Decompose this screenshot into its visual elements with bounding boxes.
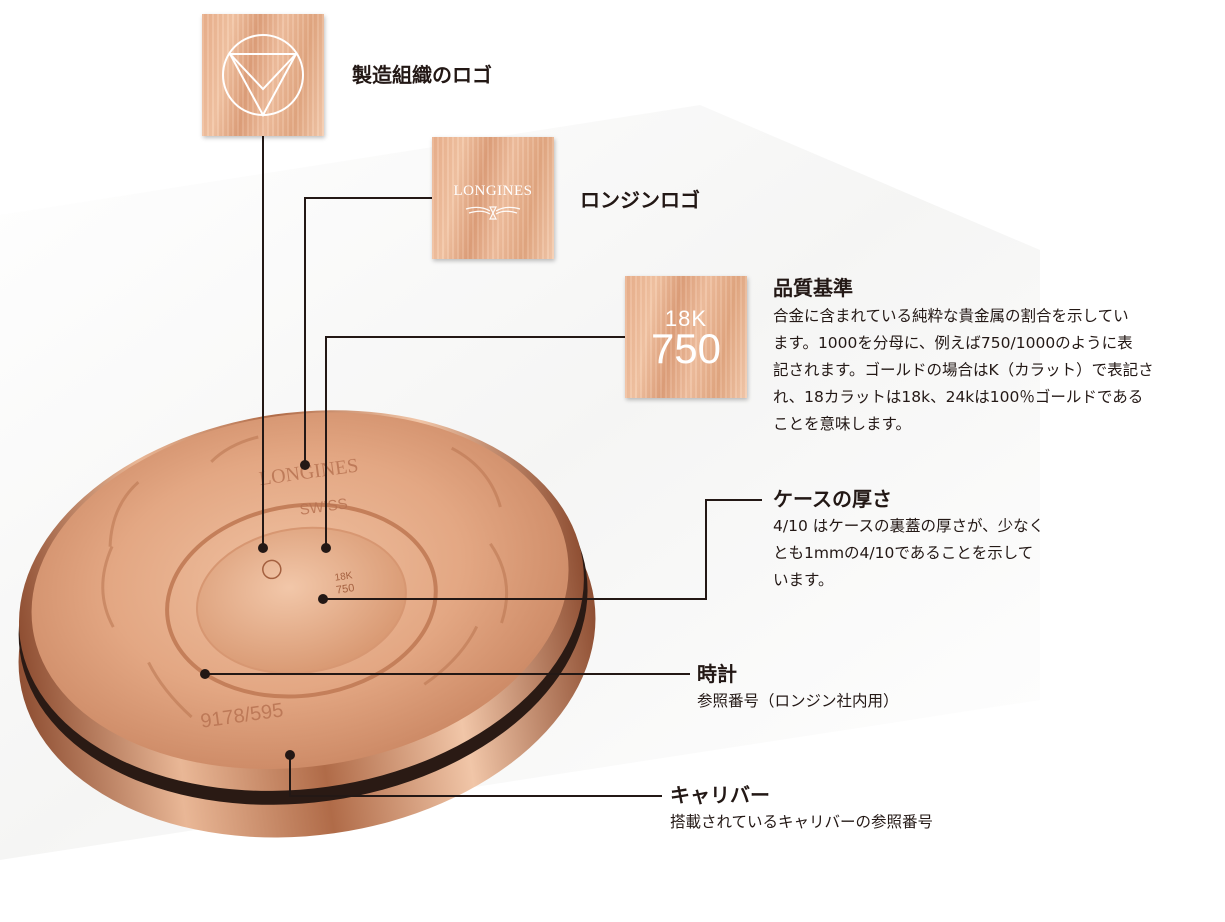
engraved-maker-mark bbox=[262, 559, 282, 580]
thickness-desc-line: います。 bbox=[773, 571, 834, 589]
longines-logo-tile: LONGINES bbox=[432, 137, 554, 259]
quality-description: 合金に含まれている純粋な貴金属の割合を示してい ます。1000を分母に、例えば7… bbox=[773, 303, 1223, 438]
caliber-desc-line: 搭載されているキャリバーの参照番号 bbox=[670, 813, 934, 831]
longines-wordmark: LONGINES bbox=[453, 183, 533, 199]
maker-logo-icon bbox=[222, 34, 304, 118]
winged-hourglass-icon bbox=[465, 206, 521, 220]
quality-desc-line: 記されます。ゴールドの場合はK（カラット）で表記さ bbox=[773, 361, 1154, 379]
thickness-title: ケースの厚さ bbox=[773, 487, 892, 511]
quality-tile-karat: 18K bbox=[664, 306, 708, 331]
thickness-description: 4/10 はケースの裏蓋の厚さが、少なく とも1mmの4/10であることを示して… bbox=[773, 513, 1103, 594]
quality-tile-fineness: 750 bbox=[650, 325, 722, 372]
caliber-description: 搭載されているキャリバーの参照番号 bbox=[670, 809, 1000, 836]
maker-logo-tile bbox=[202, 14, 324, 136]
watch-title: 時計 bbox=[697, 662, 737, 686]
engraved-fineness: 750 bbox=[335, 582, 355, 596]
watch-description: 参照番号（ロンジン社内用） bbox=[697, 688, 1017, 715]
longines-logo-label: ロンジンロゴ bbox=[580, 188, 700, 212]
maker-logo-label: 製造組織のロゴ bbox=[352, 63, 492, 87]
thickness-desc-line: 4/10 はケースの裏蓋の厚さが、少なく bbox=[773, 517, 1045, 535]
quality-desc-line: れ、18カラットは18k、24kは100％ゴールドである bbox=[773, 388, 1144, 406]
caliber-title: キャリバー bbox=[670, 783, 770, 807]
quality-desc-line: ことを意味します。 bbox=[773, 415, 911, 433]
watch-desc-line: 参照番号（ロンジン社内用） bbox=[697, 692, 899, 710]
quality-title: 品質基準 bbox=[773, 276, 853, 300]
quality-desc-line: 合金に含まれている純粋な貴金属の割合を示してい bbox=[773, 307, 1129, 325]
quality-desc-line: ます。1000を分母に、例えば750/1000のように表 bbox=[773, 334, 1133, 352]
quality-tile: 18K 750 bbox=[625, 276, 747, 398]
thickness-desc-line: とも1mmの4/10であることを示して bbox=[773, 544, 1034, 562]
